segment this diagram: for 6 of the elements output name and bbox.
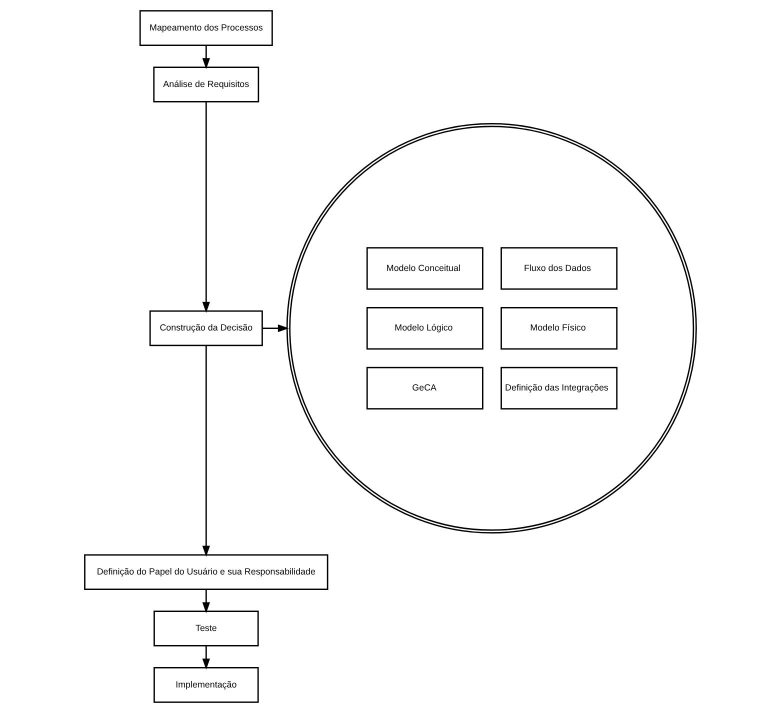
node-text: Definição das Integrações: [504, 382, 608, 392]
node-text: Fluxo dos Dados: [523, 262, 591, 273]
node-text: Modelo Físico: [530, 322, 586, 333]
node-text: GeCA: [412, 382, 436, 392]
node-text: Modelo Conceitual: [386, 262, 460, 273]
node-text: Modelo Lógico: [394, 322, 452, 333]
